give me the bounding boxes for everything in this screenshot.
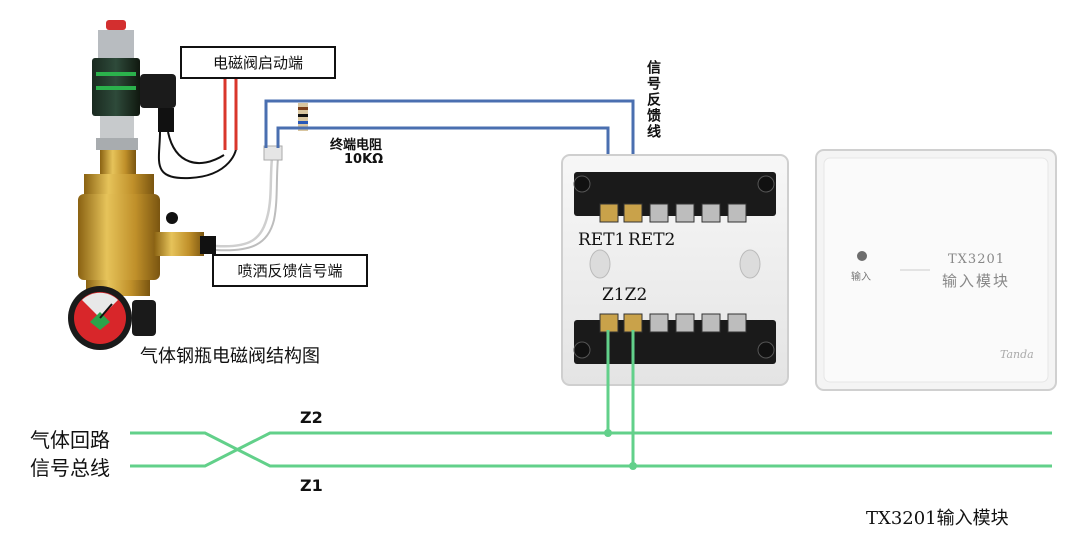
z1z2-label: Z1Z2 (602, 285, 648, 305)
z1-junction (629, 462, 637, 470)
ret1-label: RET1 (578, 230, 626, 250)
solenoid-valve-illustration (68, 20, 279, 350)
terminal-resistor-value: 10KΩ (344, 152, 384, 167)
valve-start-label: 电磁阀启动端 (180, 46, 336, 79)
start-wires (223, 76, 238, 150)
module-name: 输入模块 (942, 272, 1011, 290)
ret2-label: RET2 (628, 230, 676, 250)
bus-lines (130, 330, 1052, 468)
terminal-resistor-label: 终端电阻 (330, 138, 383, 153)
z2-label: Z2 (300, 408, 323, 427)
module-brand-logo: Tanda (1000, 348, 1034, 361)
module-cover (815, 149, 1057, 391)
z1-label: Z1 (300, 476, 323, 495)
module-led-label: 输入 (851, 272, 871, 283)
bus-label-line1: 气体回路 (30, 428, 110, 452)
spray-feedback-label: 喷洒反馈信号端 (212, 254, 368, 287)
module-model: TX3201 (948, 252, 1006, 267)
valve-caption: 气体钢瓶电磁阀结构图 (140, 346, 320, 367)
terminal-base (561, 154, 789, 386)
terminal-resistor (263, 103, 308, 161)
bus-label-line2: 信号总线 (30, 456, 110, 480)
z2-junction (604, 429, 612, 437)
module-caption: TX3201输入模块 (866, 508, 1009, 529)
feedback-line-label: 信号反馈线 (645, 60, 661, 140)
